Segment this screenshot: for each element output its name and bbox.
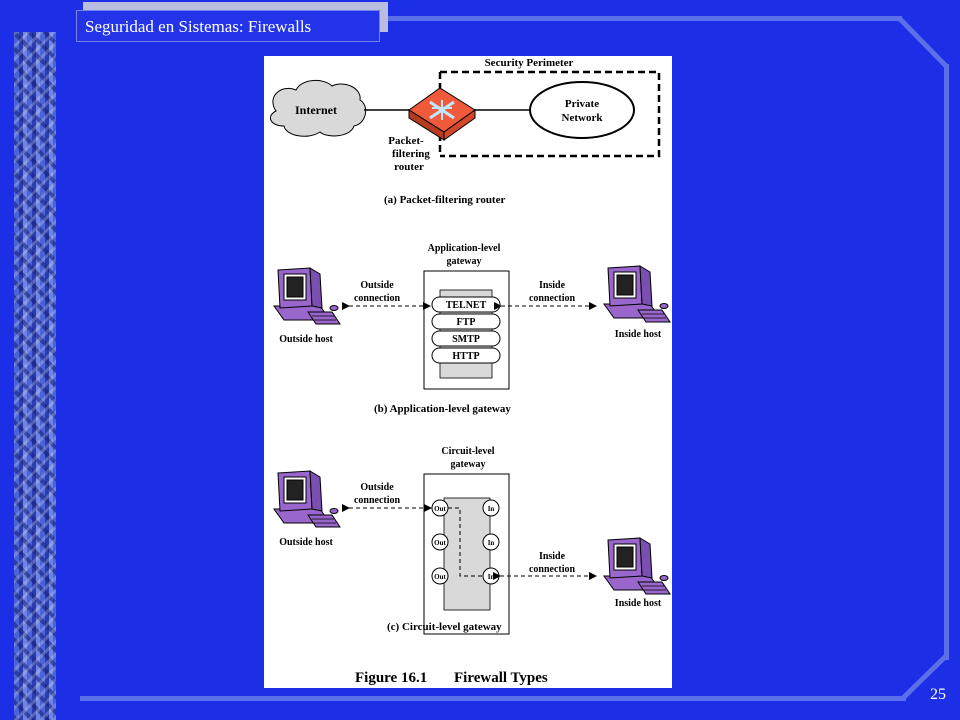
inside-host-label: Inside host <box>615 598 662 609</box>
page-number: 25 <box>930 686 946 703</box>
section-a-packet-filtering: Security Perimeter Internet Private Netw… <box>269 57 661 206</box>
outside-connection-label-2: connection <box>354 293 401 304</box>
section-b-application-gateway: Application-level gateway TELNET FTP SMT… <box>273 243 671 415</box>
frame-top-line <box>380 16 902 21</box>
out-port-label: Out <box>434 505 446 513</box>
protocol-label: FTP <box>457 317 476 328</box>
outside-host-label: Outside host <box>279 334 333 345</box>
inside-connection-label-1: Inside <box>539 551 566 562</box>
security-perimeter-label: Security Perimeter <box>485 57 574 69</box>
frame-bottom-line <box>80 696 906 701</box>
circuit-gateway-label-2: gateway <box>451 459 486 470</box>
app-gateway-label-2: gateway <box>447 256 482 267</box>
protocol-smtp <box>431 330 501 347</box>
in-port-label: In <box>488 505 495 513</box>
out-port <box>431 567 449 585</box>
frame-corner-bottom-right <box>901 654 948 700</box>
subcaption-a: (a) Packet-filtering router <box>384 194 505 206</box>
router-label-2: filtering <box>392 148 430 160</box>
out-port <box>431 533 449 551</box>
figure-panel: Security Perimeter Internet Private Netw… <box>264 56 672 688</box>
circuit-ports: Out Out Out In In In <box>431 499 500 585</box>
circuit-relay-path <box>448 507 483 577</box>
in-port-label: In <box>488 539 495 547</box>
protocol-http <box>431 347 501 364</box>
inside-host-label: Inside host <box>615 329 662 340</box>
inside-host-computer-icon <box>603 265 671 323</box>
in-port <box>482 499 500 517</box>
inside-connection-label-2: connection <box>529 293 576 304</box>
outside-connection-label-2: connection <box>354 495 401 506</box>
outside-host-computer-icon <box>273 470 341 528</box>
internet-cloud-icon <box>269 80 367 137</box>
figure-caption-number: Figure 16.1 <box>355 670 427 686</box>
private-network-node <box>529 81 635 139</box>
protocol-stack: TELNET FTP SMTP HTTP <box>431 296 501 364</box>
internet-label: Internet <box>295 103 337 117</box>
circuit-gateway-label-1: Circuit-level <box>441 446 494 457</box>
outside-connection-label-1: Outside <box>360 482 394 493</box>
protocol-label: TELNET <box>446 300 487 311</box>
in-port <box>482 533 500 551</box>
router-label-3: router <box>394 161 424 173</box>
private-network-label-1: Private <box>565 98 599 110</box>
out-port-label: Out <box>434 539 446 547</box>
private-network-label-2: Network <box>562 112 604 124</box>
title-tab <box>76 10 380 42</box>
protocol-ftp <box>431 313 501 330</box>
firewall-types-diagram: Security Perimeter Internet Private Netw… <box>269 57 671 686</box>
frame-right-line <box>944 64 949 660</box>
app-gateway-label-1: Application-level <box>428 243 501 254</box>
figure-caption-title: Firewall Types <box>454 670 548 686</box>
inside-host-computer-icon <box>603 537 671 595</box>
protocol-label: HTTP <box>452 351 479 362</box>
out-port-label: Out <box>434 573 446 581</box>
protocol-label: SMTP <box>452 334 480 345</box>
outside-connection-label-1: Outside <box>360 280 394 291</box>
inside-connection-label-2: connection <box>529 564 576 575</box>
subcaption-b: (b) Application-level gateway <box>374 403 511 415</box>
router-label-1: Packet- <box>388 135 424 147</box>
outside-host-computer-icon <box>273 267 341 325</box>
in-port-label: In <box>488 573 495 581</box>
frame-corner-top-right <box>897 16 948 68</box>
inside-connection-label-1: Inside <box>539 280 566 291</box>
security-perimeter-boundary <box>440 70 661 158</box>
decorative-side-strip <box>14 32 56 720</box>
slide-title: Seguridad en Sistemas: Firewalls <box>85 17 312 36</box>
subcaption-c: (c) Circuit-level gateway <box>387 621 502 633</box>
section-c-circuit-gateway: Circuit-level gateway Out Out Out In In … <box>273 446 671 635</box>
outside-host-label: Outside host <box>279 537 333 548</box>
